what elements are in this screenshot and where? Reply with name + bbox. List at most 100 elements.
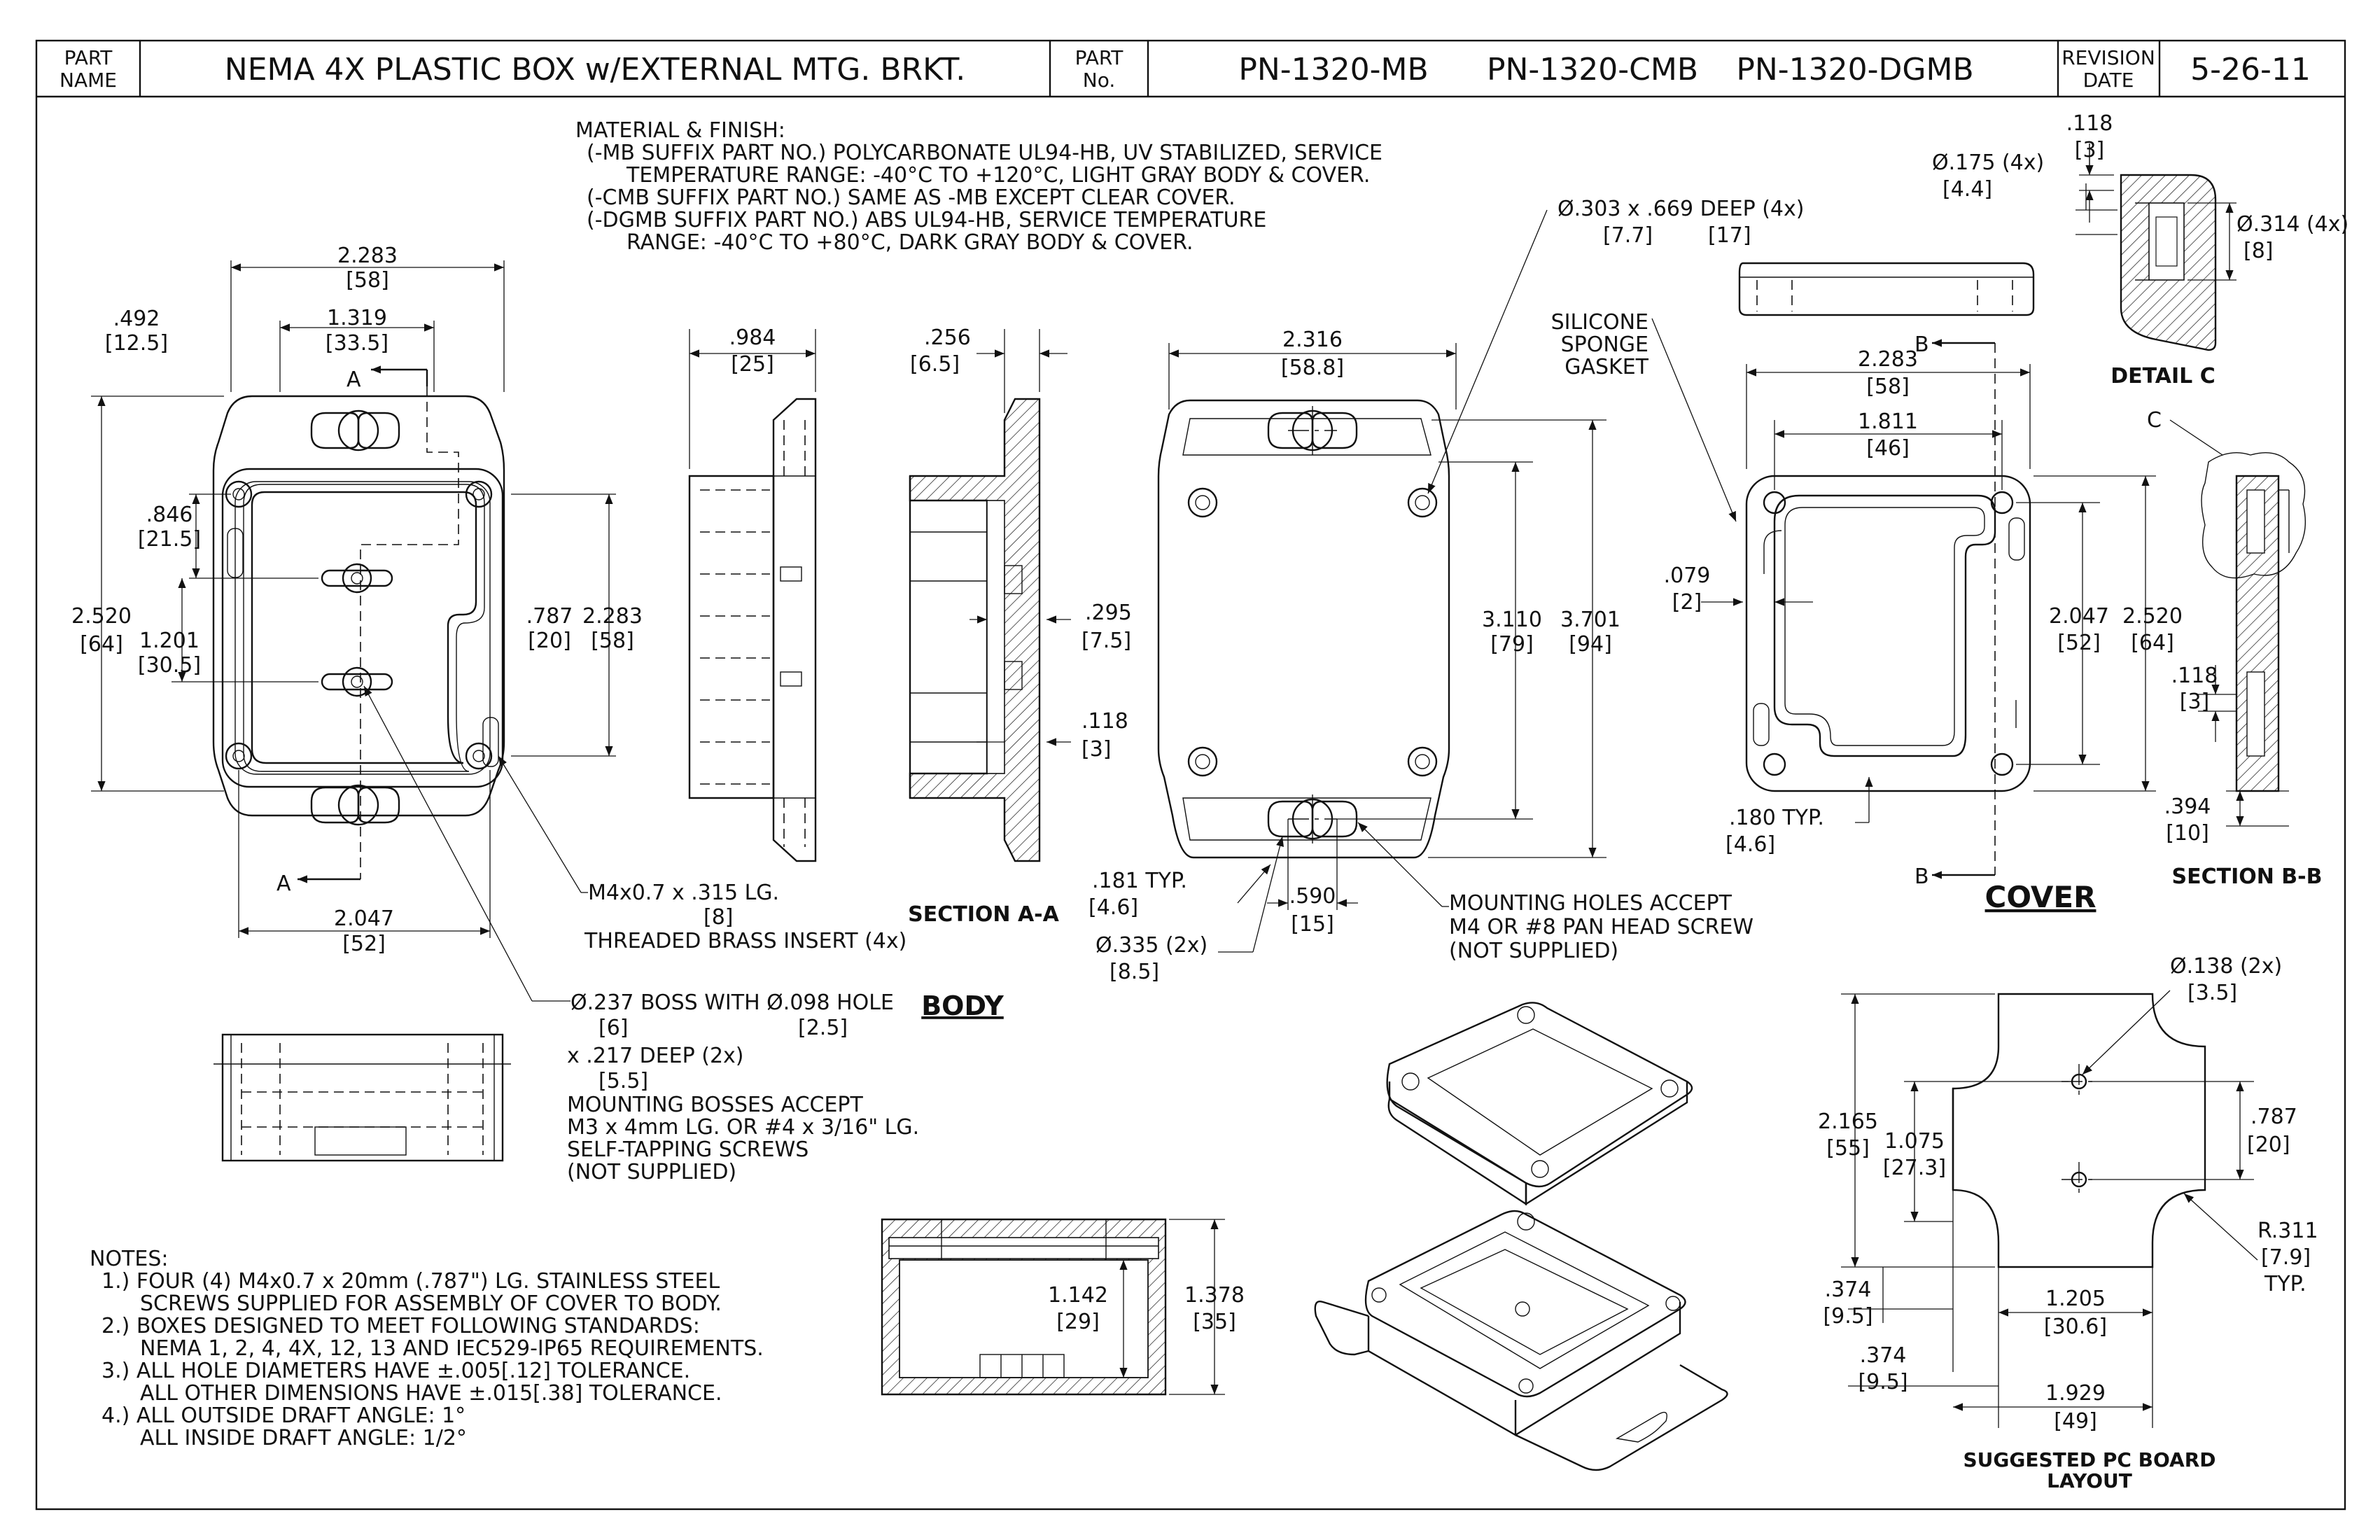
svg-text:A: A bbox=[276, 872, 291, 896]
svg-text:MATERIAL & FINISH:: MATERIAL & FINISH: bbox=[575, 118, 785, 143]
part-name: NEMA 4X PLASTIC BOX w/EXTERNAL MTG. BRKT… bbox=[225, 52, 965, 88]
part-number-1: PN-1320-MB bbox=[1238, 52, 1428, 88]
svg-text:(NOT SUPPLIED): (NOT SUPPLIED) bbox=[1449, 939, 1618, 963]
svg-text:[29]: [29] bbox=[1056, 1310, 1100, 1334]
svg-text:2.165: 2.165 bbox=[1818, 1110, 1878, 1134]
part-number-3: PN-1320-DGMB bbox=[1736, 52, 1973, 88]
svg-text:[3]: [3] bbox=[2075, 138, 2105, 162]
section-bb: C .118 [3] .394 [10] SECTION B-B bbox=[2147, 408, 2322, 889]
svg-text:[6]: [6] bbox=[598, 1016, 629, 1040]
svg-text:1.) FOUR (4) M4x0.7 x 20mm (.7: 1.) FOUR (4) M4x0.7 x 20mm (.787") LG. S… bbox=[102, 1269, 720, 1294]
svg-text:[94]: [94] bbox=[1569, 632, 1612, 657]
svg-text:.590: .590 bbox=[1289, 884, 1336, 909]
body-front-view bbox=[214, 1033, 511, 1162]
svg-text:[3]: [3] bbox=[2180, 690, 2210, 714]
part-number-2: PN-1320-CMB bbox=[1487, 52, 1698, 88]
svg-text:(-DGMB SUFFIX PART NO.) ABS UL: (-DGMB SUFFIX PART NO.) ABS UL94-HB, SER… bbox=[587, 208, 1266, 232]
svg-text:[2.5]: [2.5] bbox=[798, 1016, 848, 1040]
svg-text:SELF-TAPPING SCREWS: SELF-TAPPING SCREWS bbox=[567, 1138, 808, 1162]
svg-text:C: C bbox=[2147, 408, 2162, 433]
svg-text:[46]: [46] bbox=[1866, 436, 1910, 461]
svg-text:SECTION A-A: SECTION A-A bbox=[908, 902, 1059, 927]
part-name-label-2: NAME bbox=[59, 69, 117, 92]
svg-text:[20]: [20] bbox=[2247, 1133, 2290, 1157]
svg-text:3.701: 3.701 bbox=[1560, 608, 1620, 632]
svg-text:2.047: 2.047 bbox=[2049, 604, 2109, 629]
svg-text:x .217 DEEP (2x): x .217 DEEP (2x) bbox=[567, 1044, 744, 1068]
svg-text:GASKET: GASKET bbox=[1564, 355, 1648, 379]
svg-text:[20]: [20] bbox=[528, 629, 571, 653]
svg-text:1.929: 1.929 bbox=[2045, 1381, 2106, 1406]
svg-text:[15]: [15] bbox=[1291, 912, 1334, 937]
svg-text:2.) BOXES DESIGNED TO MEET FOL: 2.) BOXES DESIGNED TO MEET FOLLOWING STA… bbox=[102, 1314, 700, 1338]
svg-text:NOTES:: NOTES: bbox=[90, 1247, 169, 1271]
svg-text:RANGE: -40°C TO +80°C, DARK GR: RANGE: -40°C TO +80°C, DARK GRAY BODY & … bbox=[626, 230, 1194, 255]
svg-text:SPONGE: SPONGE bbox=[1561, 332, 1648, 357]
svg-text:M4x0.7 x .315 LG.: M4x0.7 x .315 LG. bbox=[588, 881, 779, 905]
svg-text:[8]: [8] bbox=[704, 905, 734, 930]
svg-text:[21.5]: [21.5] bbox=[138, 527, 201, 552]
svg-text:.984: .984 bbox=[729, 326, 776, 350]
svg-text:.256: .256 bbox=[924, 326, 971, 350]
svg-text:MOUNTING HOLES ACCEPT: MOUNTING HOLES ACCEPT bbox=[1449, 891, 1732, 916]
svg-text:.118: .118 bbox=[2066, 111, 2113, 136]
svg-text:LAYOUT: LAYOUT bbox=[2047, 1469, 2132, 1492]
svg-text:(NOT SUPPLIED): (NOT SUPPLIED) bbox=[567, 1160, 736, 1184]
svg-text:.079: .079 bbox=[1664, 564, 1711, 588]
svg-text:.492: .492 bbox=[113, 307, 160, 331]
svg-text:[9.5]: [9.5] bbox=[1858, 1370, 1907, 1394]
svg-text:NEMA 1, 2, 4, 4X, 12, 13 AND I: NEMA 1, 2, 4, 4X, 12, 13 AND IEC529-IP65… bbox=[140, 1336, 764, 1361]
svg-text:1.201: 1.201 bbox=[139, 629, 200, 653]
material-finish: MATERIAL & FINISH: (-MB SUFFIX PART NO.)… bbox=[575, 118, 1382, 255]
svg-text:[4.6]: [4.6] bbox=[1088, 895, 1138, 920]
svg-text:ALL INSIDE DRAFT ANGLE: 1/2°: ALL INSIDE DRAFT ANGLE: 1/2° bbox=[140, 1426, 467, 1450]
svg-text:[12.5]: [12.5] bbox=[105, 331, 168, 356]
svg-text:Ø.303 x .669 DEEP (4x): Ø.303 x .669 DEEP (4x) bbox=[1558, 197, 1804, 221]
svg-text:TYP.: TYP. bbox=[2264, 1272, 2306, 1296]
svg-text:2.283: 2.283 bbox=[337, 244, 398, 268]
svg-text:.846: .846 bbox=[146, 503, 193, 527]
svg-text:SUGGESTED PC BOARD: SUGGESTED PC BOARD bbox=[1963, 1448, 2216, 1471]
svg-text:2.520: 2.520 bbox=[2122, 604, 2183, 629]
svg-text:DETAIL C: DETAIL C bbox=[2110, 364, 2216, 388]
part-no-label: PART bbox=[1075, 46, 1124, 69]
svg-text:3.110: 3.110 bbox=[1482, 608, 1542, 632]
body-top-dims: 2.283 [58] 1.319 [33.5] .492 [12.5] .846… bbox=[71, 244, 643, 956]
svg-text:ALL OTHER DIMENSIONS HAVE ±.01: ALL OTHER DIMENSIONS HAVE ±.015[.38] TOL… bbox=[140, 1381, 722, 1406]
svg-text:.180 TYP.: .180 TYP. bbox=[1729, 806, 1824, 830]
svg-text:[30.6]: [30.6] bbox=[2044, 1315, 2107, 1339]
cover-bottom-view: B B 2.283 [58] 1.811 [46] 2.047 [52] 2.5… bbox=[1551, 310, 2183, 914]
svg-text:[8.5]: [8.5] bbox=[1110, 960, 1159, 984]
svg-text:[8]: [8] bbox=[2244, 239, 2274, 263]
svg-text:[52]: [52] bbox=[2057, 631, 2101, 655]
svg-text:.118: .118 bbox=[2171, 664, 2218, 688]
svg-text:.295: .295 bbox=[1085, 601, 1132, 625]
pcb-layout: Ø.138 (2x) [3.5] 2.165 [55] 1.075 [27.3]… bbox=[1818, 954, 2318, 1492]
svg-text:[49]: [49] bbox=[2054, 1409, 2097, 1434]
svg-text:[58]: [58] bbox=[591, 629, 634, 653]
svg-text:.374: .374 bbox=[1860, 1343, 1907, 1368]
svg-text:A: A bbox=[346, 368, 361, 392]
svg-text:3.) ALL HOLE DIAMETERS HAVE ±.: 3.) ALL HOLE DIAMETERS HAVE ±.005[.12] T… bbox=[102, 1359, 690, 1383]
svg-text:MOUNTING BOSSES ACCEPT: MOUNTING BOSSES ACCEPT bbox=[567, 1093, 864, 1117]
svg-text:[10]: [10] bbox=[2166, 821, 2209, 846]
svg-text:[17]: [17] bbox=[1708, 223, 1751, 248]
revision-label-2: DATE bbox=[2083, 69, 2134, 92]
isometric-cover bbox=[1386, 1002, 1693, 1206]
svg-text:[3.5]: [3.5] bbox=[2188, 981, 2237, 1005]
svg-text:[2]: [2] bbox=[1672, 590, 1702, 615]
insert-callout: M4x0.7 x .315 LG. [8] THREADED BRASS INS… bbox=[498, 755, 906, 953]
svg-text:Ø.175 (4x): Ø.175 (4x) bbox=[1932, 150, 2044, 175]
svg-text:[52]: [52] bbox=[342, 932, 386, 956]
revision-label: REVISION bbox=[2062, 46, 2155, 69]
svg-text:[58]: [58] bbox=[346, 268, 389, 293]
svg-text:[79]: [79] bbox=[1490, 632, 1534, 657]
svg-text:[7.7]: [7.7] bbox=[1603, 223, 1653, 248]
body-label: BODY bbox=[921, 990, 1004, 1021]
svg-text:[3]: [3] bbox=[1082, 737, 1112, 762]
svg-text:1.142: 1.142 bbox=[1048, 1283, 1108, 1308]
svg-text:[33.5]: [33.5] bbox=[326, 331, 388, 356]
svg-text:.374: .374 bbox=[1825, 1278, 1872, 1302]
svg-text:Ø.237 BOSS WITH Ø.098 HOLE: Ø.237 BOSS WITH Ø.098 HOLE bbox=[570, 990, 894, 1015]
